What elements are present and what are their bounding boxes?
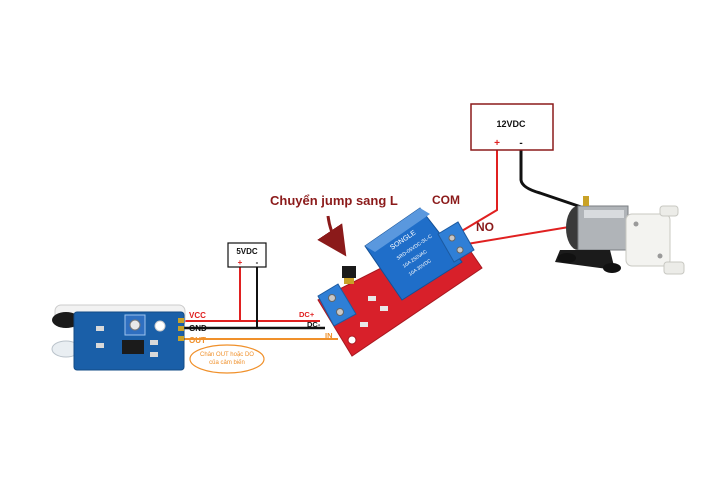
label-gnd: GND	[189, 324, 207, 333]
no-wire	[454, 225, 576, 247]
sensor-note-outline	[189, 344, 265, 374]
sensor-mount-hole	[154, 320, 166, 332]
relay-input-screw-1	[328, 294, 336, 302]
pump-motor-highlight	[584, 210, 624, 218]
12v-label: 12VDC	[496, 119, 526, 129]
jumper-note: Chuyển jump sang L	[270, 193, 398, 208]
relay-terminal-screw-2	[456, 246, 464, 254]
pump-foot-2	[603, 263, 621, 273]
pump-foot-1	[558, 253, 576, 263]
pump-screw-2	[657, 253, 663, 259]
ir-sensor-module	[51, 304, 186, 371]
relay-smd-3	[360, 322, 368, 327]
sensor-smd-4	[150, 352, 158, 357]
12v-minus: -	[519, 138, 522, 149]
12v-supply-box	[470, 103, 554, 151]
water-pump	[555, 196, 685, 275]
jumper-arrow	[317, 215, 347, 257]
relay-output-terminal	[437, 221, 475, 263]
potentiometer-knob	[129, 319, 141, 331]
sensor-pin-gnd	[178, 326, 184, 331]
sensor-smd-1	[96, 326, 104, 331]
relay-module: SONGLE SRD-05VDC-SL-C 10A 250VAC 10A 30V…	[317, 207, 483, 357]
5v-supply: 5VDC + -	[227, 242, 267, 268]
label-out: OUT	[189, 336, 206, 345]
sensor-smd-3	[150, 340, 158, 345]
relay-terminal-screw-1	[448, 234, 456, 242]
sensor-pin-out	[178, 336, 184, 341]
label-in: IN	[325, 331, 333, 340]
wires	[183, 148, 591, 340]
relay-input-screw-2	[336, 308, 344, 316]
sensor-note-line2: của cảm biến	[209, 359, 245, 366]
relay-input-terminal	[317, 283, 357, 327]
5v-minus: -	[256, 258, 259, 267]
pump-outlet-nozzle	[663, 261, 685, 275]
12v-supply: 12VDC + -	[470, 103, 554, 151]
label-vcc: VCC	[189, 311, 206, 320]
pump-inlet-nozzle	[659, 205, 679, 217]
relay-mount-hole	[347, 335, 357, 345]
5v-plus: +	[238, 258, 243, 267]
relay-jumper	[342, 266, 356, 278]
sensor-smd-2	[96, 343, 104, 348]
label-dc-plus: DC+	[299, 310, 315, 319]
12v-minus-wire	[519, 148, 591, 212]
pump-terminal	[583, 196, 589, 206]
5v-supply-box	[227, 242, 267, 268]
relay-smd-1	[368, 296, 376, 301]
relay-body-top	[365, 208, 430, 252]
label-no: NO	[476, 220, 494, 234]
relay-smd-2	[380, 306, 388, 311]
12v-plus: +	[494, 138, 500, 149]
label-dc-minus: DC-	[307, 320, 321, 329]
label-com: COM	[432, 193, 460, 207]
sensor-chip	[122, 340, 144, 354]
sensor-note-line1: Chân OUT hoặc DO	[200, 352, 254, 358]
sensor-pin-vcc	[178, 318, 184, 323]
ir-receiver-led	[52, 312, 80, 328]
pump-head	[625, 213, 671, 267]
5v-label: 5VDC	[236, 247, 258, 256]
relay-jumper-pins	[344, 278, 354, 284]
pump-screw-1	[633, 221, 639, 227]
